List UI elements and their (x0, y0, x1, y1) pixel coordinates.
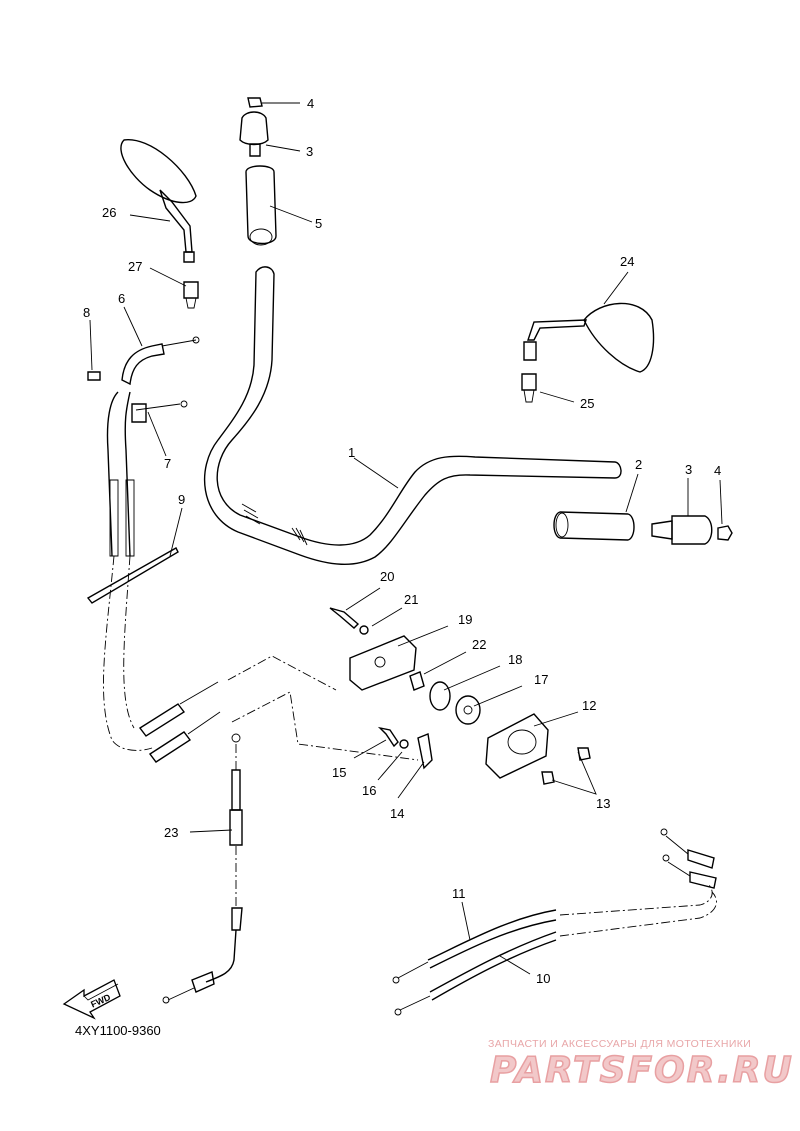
label-18: 18 (508, 652, 522, 667)
label-9: 9 (178, 492, 185, 507)
throttle-cables-left (103, 391, 153, 751)
label-6: 6 (118, 291, 125, 306)
label-20: 20 (380, 569, 394, 584)
label-24: 24 (620, 254, 634, 269)
label-21: 21 (404, 592, 418, 607)
routing-line-upper (227, 655, 337, 691)
label-1: 1 (348, 445, 355, 460)
throttle-cables-right (392, 828, 717, 1016)
left-mirror-part (120, 139, 197, 263)
cable-band-part (86, 547, 179, 604)
throttle-cable-ends (138, 681, 221, 763)
left-mirror-adapter (183, 281, 199, 309)
forward-arrow-icon: FWD (62, 979, 121, 1020)
label-16: 16 (362, 783, 376, 798)
label-4-right: 4 (714, 463, 721, 478)
throttle-housing-upper (349, 635, 417, 691)
label-22: 22 (472, 637, 486, 652)
right-mirror-part (523, 302, 655, 373)
label-19: 19 (458, 612, 472, 627)
small-hardware (329, 607, 591, 785)
label-10: 10 (536, 971, 550, 986)
label-11: 11 (452, 886, 466, 901)
watermark-brand: PARTSFOR.RU (489, 1049, 794, 1092)
right-mirror-adapter (521, 373, 537, 403)
diagram-code: 4XY1100-9360 (75, 1023, 161, 1038)
label-17: 17 (534, 672, 548, 687)
label-3-right: 3 (685, 462, 692, 477)
throttle-housing-lower (485, 713, 549, 779)
label-3-top: 3 (306, 144, 313, 159)
label-27: 27 (128, 259, 142, 274)
label-4-top: 4 (307, 96, 314, 111)
handlebar-part (203, 266, 622, 566)
left-bar-end-weight (239, 111, 269, 157)
cable-guide-part (87, 336, 200, 423)
label-13: 13 (596, 796, 610, 811)
label-26: 26 (102, 205, 116, 220)
left-grip-part (245, 165, 277, 246)
label-2: 2 (635, 457, 642, 472)
throttle-pulley-part (429, 681, 481, 725)
left-bar-end-screw (247, 97, 263, 108)
right-bar-end-screw (717, 525, 733, 541)
label-7: 7 (164, 456, 171, 471)
part-number-labels: 4 3 5 26 27 6 8 7 9 1 2 3 4 24 25 20 21 … (83, 96, 721, 986)
label-25: 25 (580, 396, 594, 411)
label-23: 23 (164, 825, 178, 840)
clutch-cable-part (162, 733, 243, 1004)
label-12: 12 (582, 698, 596, 713)
routing-line-mid (231, 691, 419, 761)
watermark-caption: ЗАПЧАСТИ И АКСЕССУАРЫ ДЛЯ МОТОТЕХНИКИ (488, 1038, 752, 1050)
label-5: 5 (315, 216, 322, 231)
right-bar-end-weight (651, 515, 713, 545)
label-14: 14 (390, 806, 404, 821)
label-15: 15 (332, 765, 346, 780)
leader-lines (89, 102, 723, 975)
right-grip-part (553, 511, 635, 541)
label-8: 8 (83, 305, 90, 320)
